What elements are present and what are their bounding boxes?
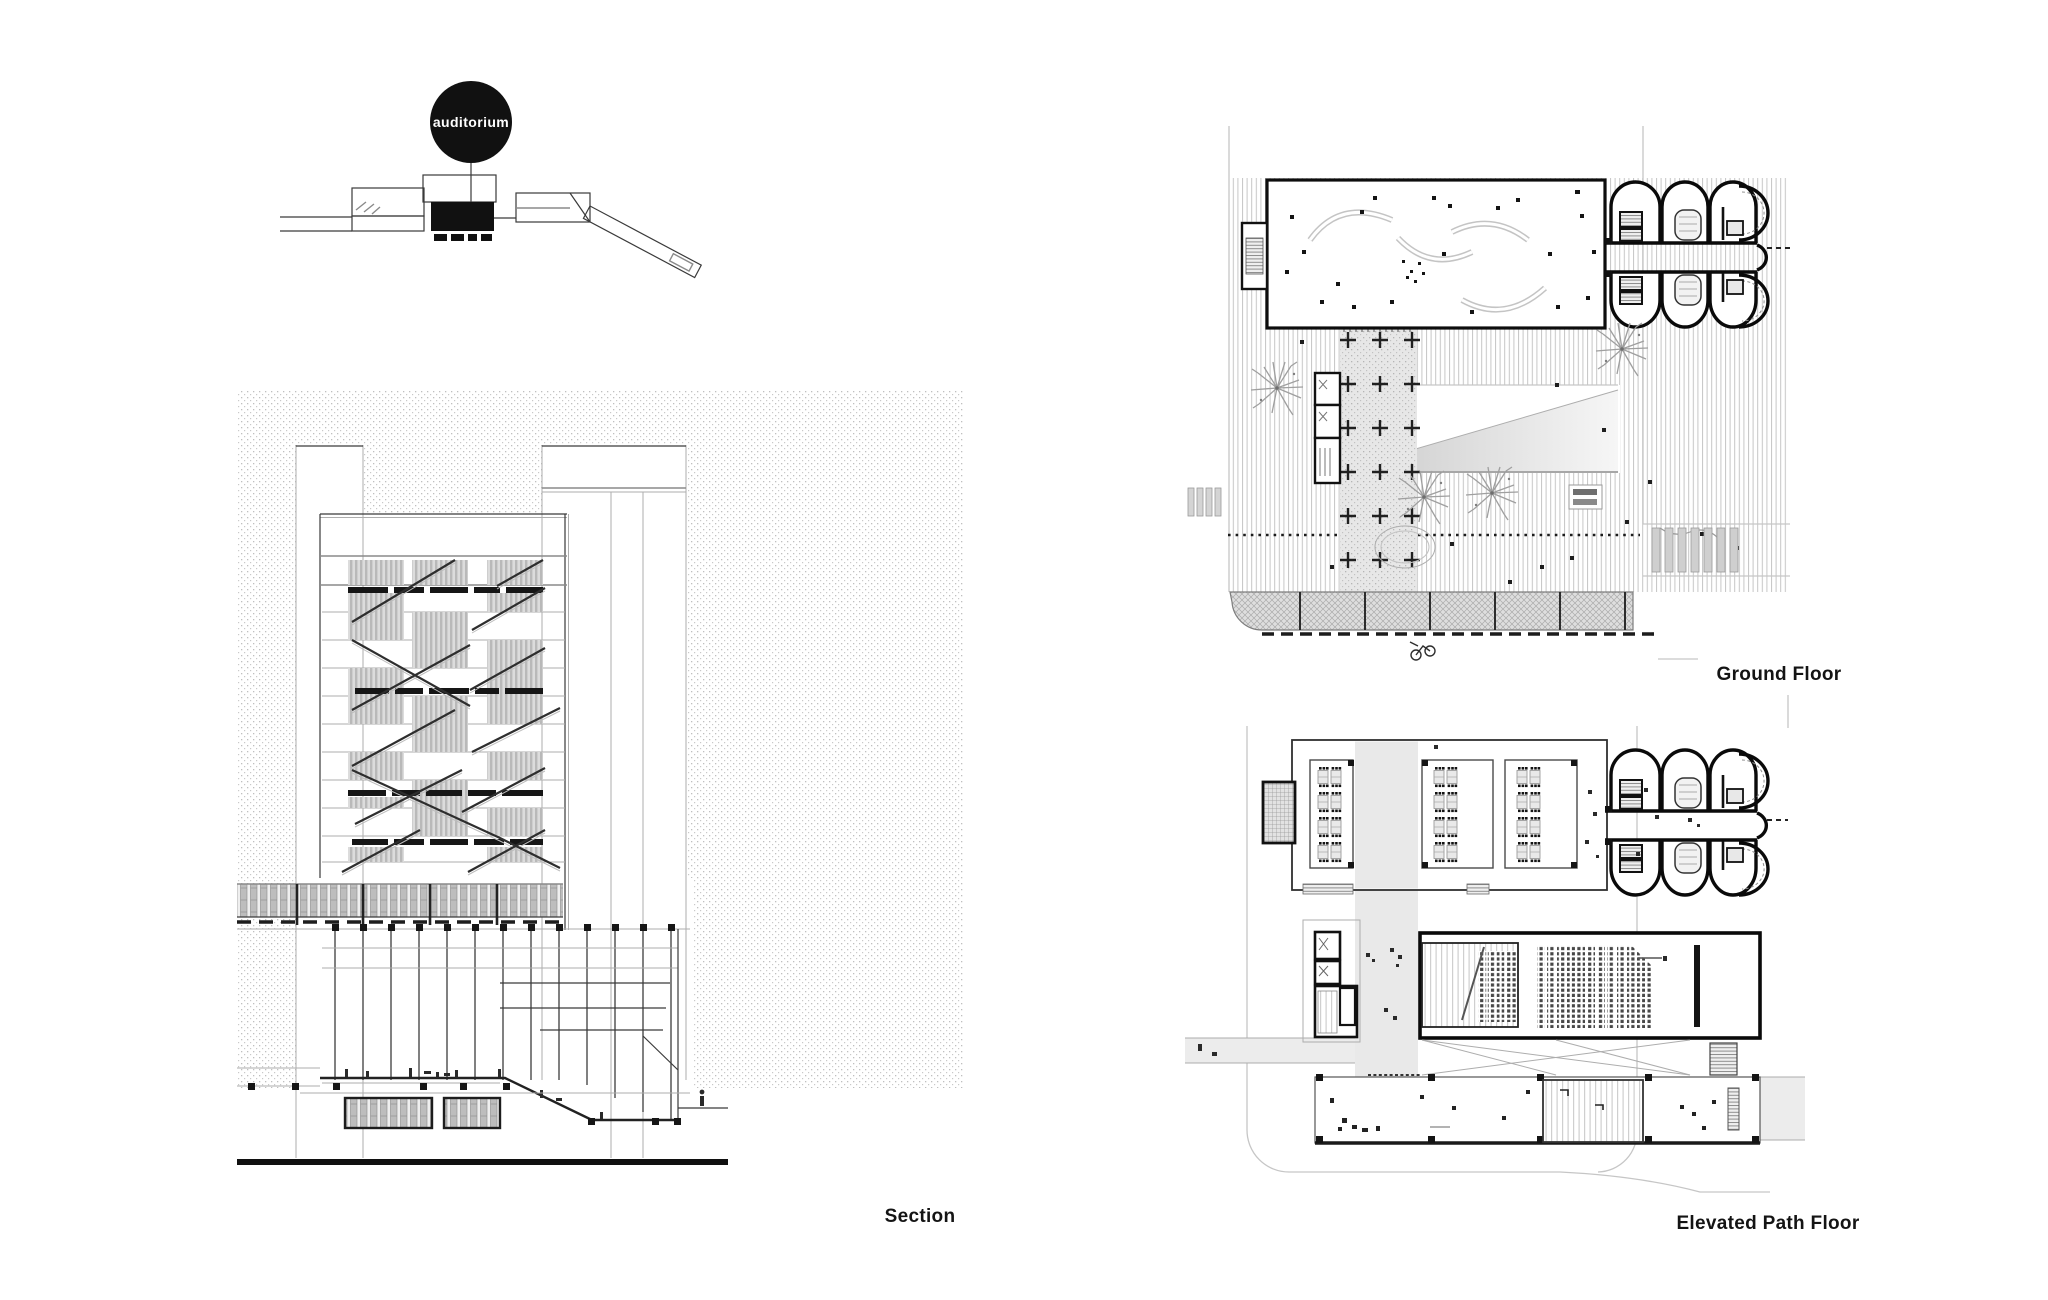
deck-details <box>1300 340 1739 584</box>
crosswalk-left <box>1187 487 1222 517</box>
concept-section-profile <box>280 174 703 279</box>
stair <box>1709 1042 1738 1076</box>
section-caption: Section <box>884 1206 956 1227</box>
ground-main-room <box>1265 178 1607 330</box>
auditorium-bubble <box>430 81 512 163</box>
section-drawing <box>237 390 963 1165</box>
auditorium-bubble-label: auditorium <box>433 114 509 130</box>
auditorium-block <box>1418 931 1762 1040</box>
elevated-service-rooms <box>1302 919 1375 1043</box>
section-building <box>319 513 569 930</box>
elevated-path-floor-plan <box>1185 726 1805 1193</box>
bicycle-mark <box>1409 641 1436 661</box>
ground-edge-band <box>1229 591 1656 636</box>
ground-floor-plan <box>1187 126 1790 728</box>
x-brace <box>1421 1039 1691 1076</box>
elevated-bottom-room <box>1314 1074 1761 1145</box>
section-ground-line <box>237 1159 728 1165</box>
crosswalk-right <box>1643 523 1790 577</box>
section-bridge <box>237 883 563 925</box>
section-stairs <box>341 559 561 876</box>
ground-floor-caption: Ground Floor <box>1716 664 1842 685</box>
concept-sketch: auditorium <box>280 81 703 279</box>
section-lower-hall <box>237 924 728 1130</box>
ground-service-rooms <box>1313 371 1342 485</box>
elevated-path-floor-caption: Elevated Path Floor <box>1676 1213 1860 1234</box>
elevated-path-right <box>1760 1076 1805 1141</box>
ground-path-band <box>1338 322 1422 610</box>
classroom-block <box>1261 739 1608 895</box>
elevated-pod-cluster <box>1603 748 1770 897</box>
